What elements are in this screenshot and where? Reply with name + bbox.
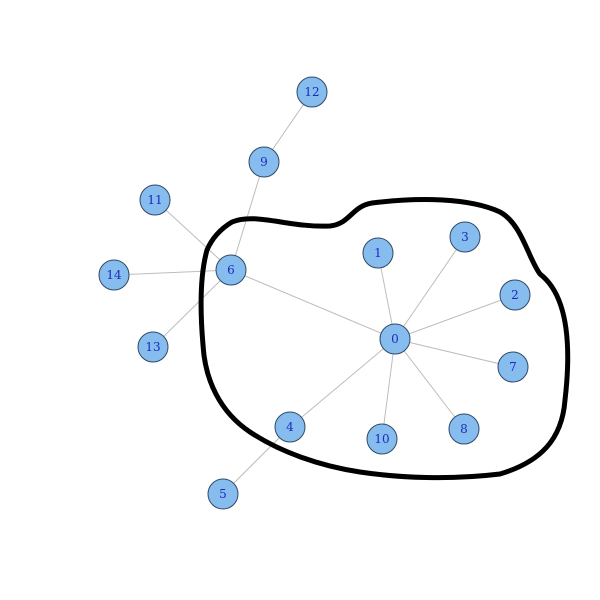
node-4[interactable]: 4 [274,411,306,443]
node-circle [207,478,239,510]
node-circle [98,259,130,291]
node-label: 0 [391,332,399,346]
edge-0-8 [394,338,465,430]
node-circle [497,351,529,383]
node-circle [448,413,480,445]
edge-0-7 [394,338,514,368]
node-circle [366,423,398,455]
node-label: 14 [106,268,122,282]
node-label: 10 [374,432,389,446]
node-label: 7 [509,360,517,374]
edge-0-10 [381,338,396,440]
node-10[interactable]: 10 [366,423,398,455]
node-8[interactable]: 8 [448,413,480,445]
node-label: 2 [511,288,519,302]
node-label: 13 [145,340,160,354]
node-circle [296,76,328,108]
node-circle [449,221,481,253]
node-circle [215,254,247,286]
edge-0-2 [394,294,516,340]
node-label: 9 [260,155,268,169]
node-0[interactable]: 0 [379,323,411,355]
node-14[interactable]: 14 [98,259,130,291]
edge-6-9 [230,161,265,271]
node-label: 1 [374,246,382,260]
node-2[interactable]: 2 [499,279,531,311]
edge-6-13 [152,269,232,348]
edge-0-4 [289,338,396,428]
node-label: 11 [147,193,162,207]
node-1[interactable]: 1 [362,237,394,269]
node-label: 3 [461,230,469,244]
node-11[interactable]: 11 [139,184,171,216]
node-12[interactable]: 12 [296,76,328,108]
edge-0-6 [230,269,396,340]
node-label: 12 [304,85,319,99]
node-13[interactable]: 13 [137,331,169,363]
node-circle [379,323,411,355]
node-label: 4 [286,420,294,434]
node-circle [139,184,171,216]
node-circle [248,146,280,178]
group-outline [198,197,571,481]
node-circle [274,411,306,443]
node-label: 8 [460,422,468,436]
node-label: 6 [227,263,235,277]
edge-0-3 [394,236,466,340]
node-9[interactable]: 9 [248,146,280,178]
edge-6-14 [113,269,232,276]
node-label: 5 [219,487,227,501]
node-5[interactable]: 5 [207,478,239,510]
edge-4-5 [222,426,291,495]
node-circle [362,237,394,269]
node-circle [137,331,169,363]
node-3[interactable]: 3 [449,221,481,253]
node-circle [499,279,531,311]
node-6[interactable]: 6 [215,254,247,286]
edge-6-11 [154,199,232,271]
node-7[interactable]: 7 [497,351,529,383]
